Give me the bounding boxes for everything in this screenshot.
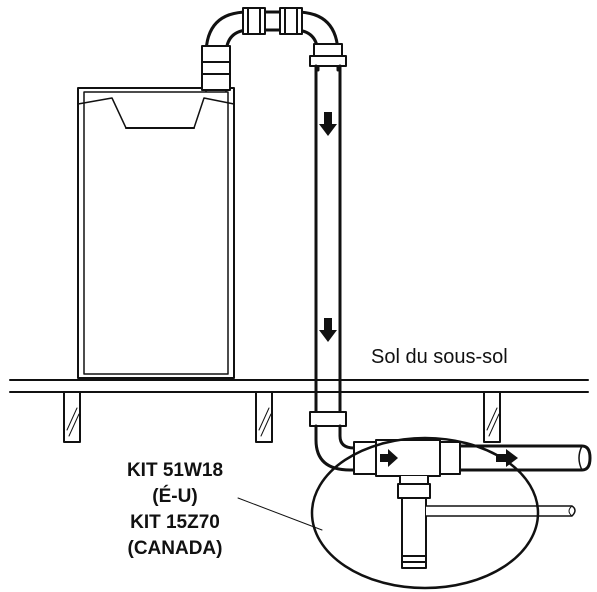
- floor-joists: [63, 391, 501, 443]
- flow-arrow-right-icon: [496, 449, 518, 467]
- floor-label: Sol du sous-sol: [371, 346, 508, 368]
- vertical-vent-pipe: [309, 55, 358, 472]
- kit-leader-line: [237, 497, 323, 531]
- kit-label-line-3: KIT 15Z70: [130, 512, 220, 533]
- kit-label-line-4: (CANADA): [128, 538, 223, 559]
- basement-floor: [9, 379, 589, 393]
- kit-label: KIT 51W18 (É-U) KIT 15Z70 (CANADA): [127, 460, 223, 559]
- furnace-unit: [77, 87, 235, 379]
- kit-label-line-2: (É-U): [152, 485, 197, 507]
- vent-pipe-loop: [201, 7, 343, 92]
- flow-arrow-right-icon: [380, 449, 398, 467]
- kit-detail-circle: [310, 436, 540, 590]
- flow-arrow-down-icon: [319, 112, 337, 136]
- flow-arrow-down-icon: [319, 318, 337, 342]
- kit-label-line-1: KIT 51W18: [127, 460, 223, 481]
- drain-line: [425, 505, 576, 517]
- condensate-tee: [375, 439, 441, 569]
